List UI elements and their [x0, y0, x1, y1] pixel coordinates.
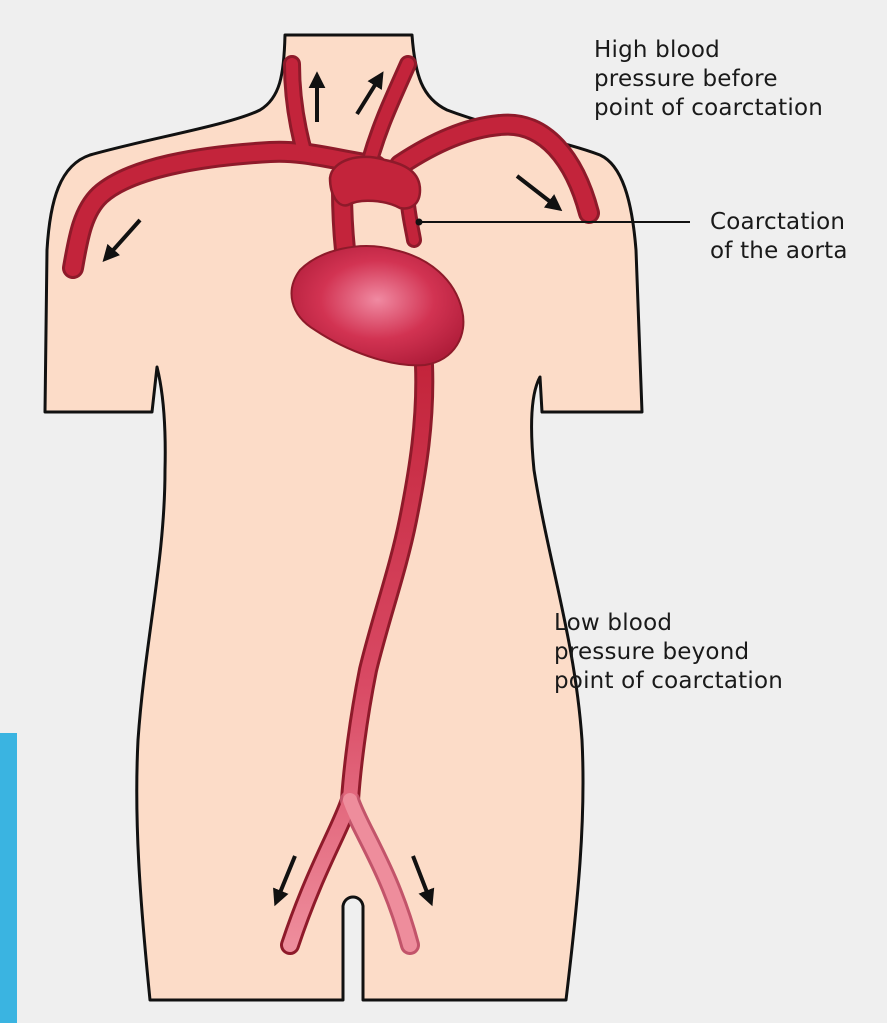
- low-pressure-line-1: Low blood: [554, 609, 783, 638]
- high-pressure-label: High blood pressure before point of coar…: [594, 36, 823, 123]
- low-pressure-line-3: point of coarctation: [554, 667, 783, 696]
- high-pressure-line-2: pressure before: [594, 65, 823, 94]
- coarctation-pointer-dot: [416, 219, 423, 226]
- accent-bar: [0, 733, 17, 1023]
- high-pressure-line-1: High blood: [594, 36, 823, 65]
- coarctation-line-1: Coarctation: [710, 208, 848, 237]
- low-pressure-line-2: pressure beyond: [554, 638, 783, 667]
- high-pressure-line-3: point of coarctation: [594, 94, 823, 123]
- coarctation-label: Coarctation of the aorta: [710, 208, 848, 266]
- low-pressure-label: Low blood pressure beyond point of coarc…: [554, 609, 783, 696]
- coarctation-line-2: of the aorta: [710, 237, 848, 266]
